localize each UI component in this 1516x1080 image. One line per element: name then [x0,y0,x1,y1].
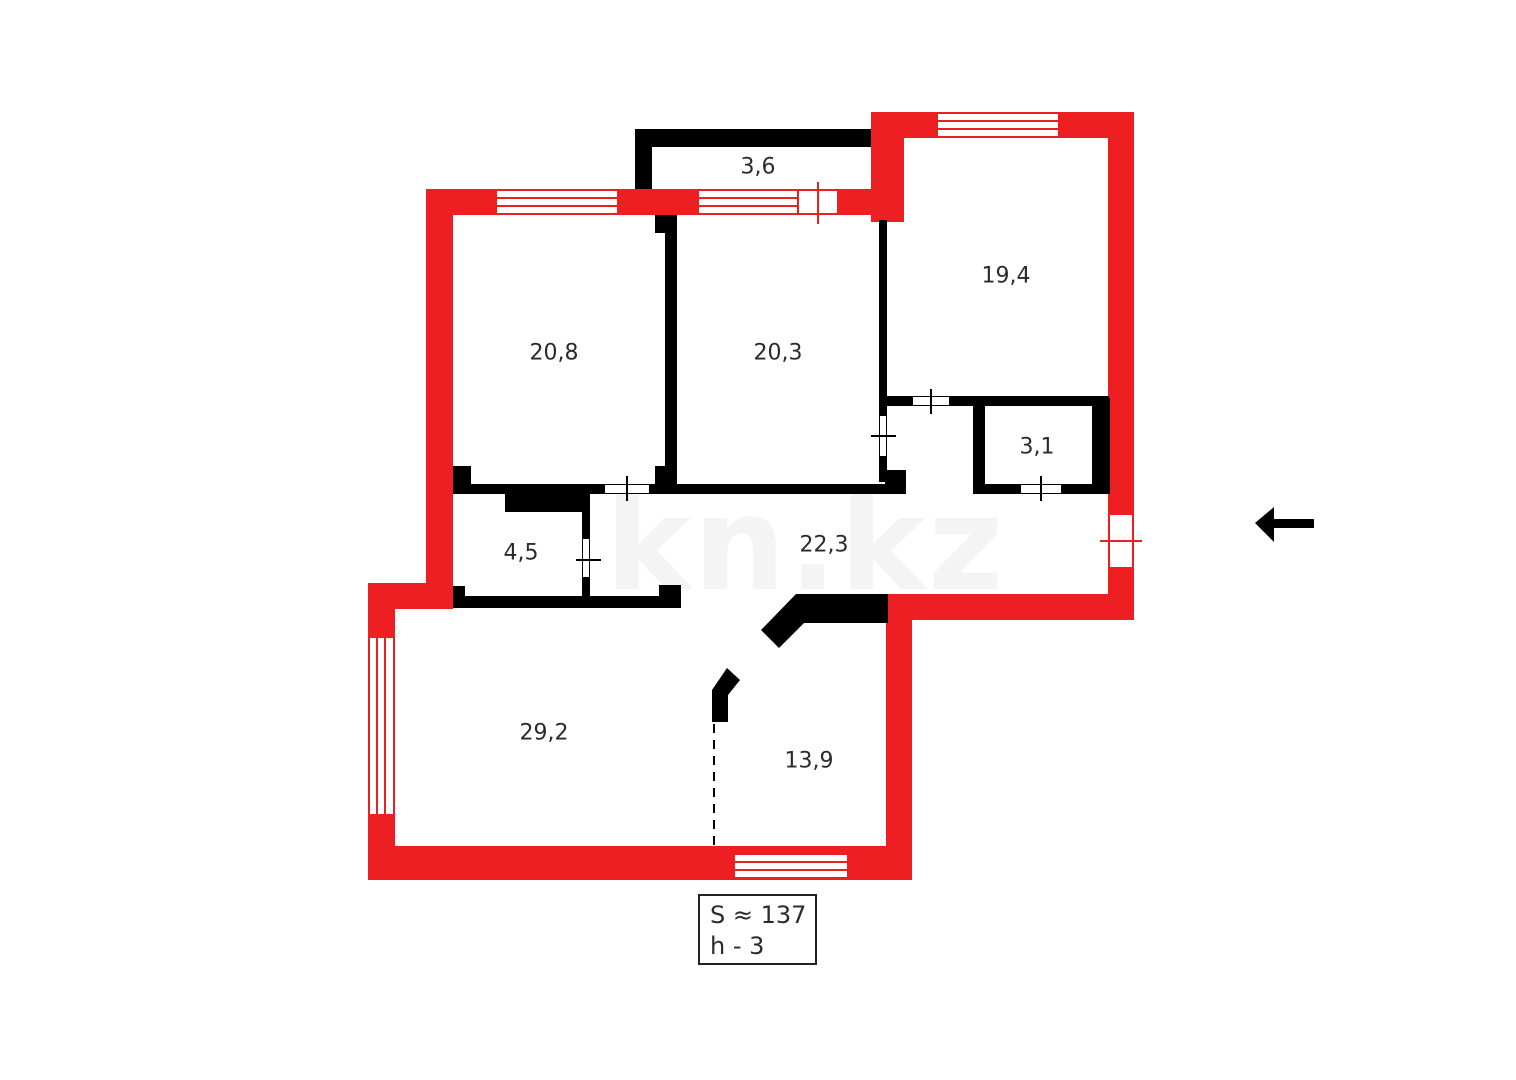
room-area-kitchen: 13,9 [784,748,834,774]
windows [368,112,1142,879]
room-area-living-room: 29,2 [519,720,569,746]
ceiling-height: h - 3 [710,932,765,960]
balcony-walls [635,129,875,191]
room-area-bedroom-left: 20,8 [529,340,579,366]
doors [576,389,1061,577]
room-area-bedroom-right: 19,4 [981,263,1031,289]
exterior-walls [368,112,1134,880]
left-arrow-icon [1255,507,1314,542]
room-area-hallway: 22,3 [799,532,849,558]
interior-walls [453,215,1110,722]
room-area-bedroom-middle: 20,3 [753,340,803,366]
room-area-bathroom: 3,1 [1019,434,1055,460]
room-area-balcony: 3,6 [740,154,776,180]
room-area-storage: 4,5 [503,540,539,566]
total-area: S ≈ 137 [710,901,807,929]
summary-box: S ≈ 137 h - 3 [698,894,817,965]
